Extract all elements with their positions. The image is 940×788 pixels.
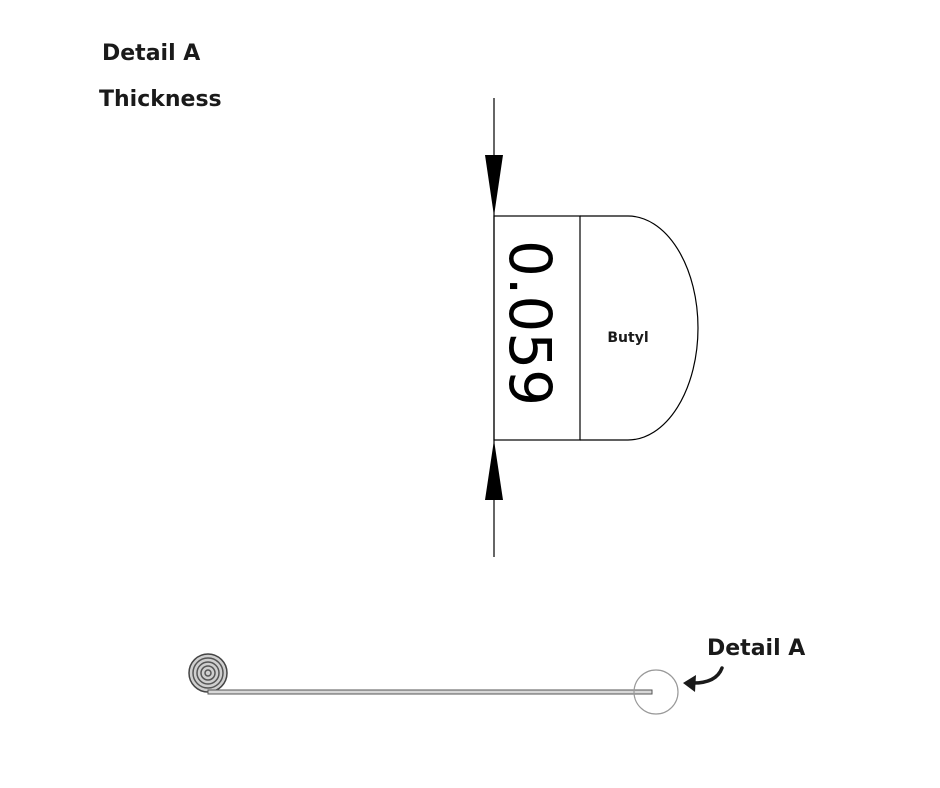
butyl-label: Butyl bbox=[607, 330, 648, 346]
callout-detail-a: Detail A bbox=[707, 636, 805, 661]
roll-spiral bbox=[188, 653, 228, 693]
detail-circle bbox=[633, 669, 679, 715]
section-rectangle bbox=[493, 215, 581, 441]
tape-strip bbox=[207, 689, 653, 695]
butyl-edge-shape bbox=[580, 215, 699, 441]
title-thickness: Thickness bbox=[99, 87, 222, 112]
dimension-arrow-top bbox=[485, 155, 503, 216]
title-detail-a: Detail A bbox=[102, 41, 200, 66]
callout-arrow bbox=[683, 666, 724, 692]
dimension-value: 0.059 bbox=[496, 240, 564, 406]
dimension-arrow-bottom bbox=[485, 440, 503, 500]
